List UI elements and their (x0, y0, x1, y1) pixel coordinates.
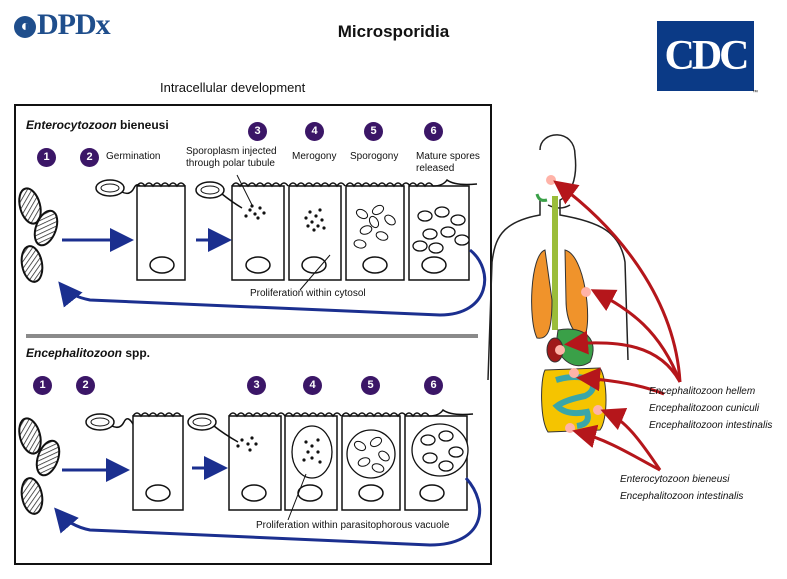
species-group-2-0: Enterocytozoon bieneusi (620, 474, 730, 485)
species-group-1-2: Encephalitozoon intestinalis (649, 420, 773, 431)
s2-merogony-dots (302, 438, 322, 464)
label-merogony: Merogony (292, 151, 337, 162)
s1-mature-spores (412, 206, 470, 254)
section-divider (26, 334, 478, 338)
label-mature-1: Mature spores (416, 151, 480, 162)
s2-step-5: 5 (361, 376, 380, 395)
label-prolif-cytosol: Proliferation within cytosol (250, 288, 366, 299)
cdc-logo: CDC (657, 21, 754, 91)
s1-sporoplasm-dots (244, 204, 266, 220)
section2-spores (18, 417, 61, 515)
species-group-1-0: Encephalitozoon hellem (649, 386, 756, 397)
s1-step-4: 4 (305, 122, 324, 141)
section2-title: Encephalitozoon spp. (26, 346, 151, 360)
label-sporoplasm-2: through polar tubule (186, 158, 275, 169)
label-prolif-vacuole: Proliferation within parasitophorous vac… (256, 520, 450, 531)
s2-step-4: 4 (303, 376, 322, 395)
label-sporoplasm-1: Sporoplasm injected (186, 146, 277, 157)
s1-sporoplasm-pointer (236, 174, 253, 206)
species-group-2-1: Encephalitozoon intestinalis (620, 491, 744, 502)
s1-step-1: 1 (37, 148, 56, 167)
s1-step-3: 3 (248, 122, 267, 141)
s2-vacuole-merogony (291, 425, 333, 479)
diagram-subtitle: Intracellular development (160, 80, 306, 95)
s2-step-2: 2 (76, 376, 95, 395)
dpdx-logo-icon: ◐ (14, 16, 36, 38)
lungs (531, 249, 589, 339)
s1-merogony-dots (304, 208, 326, 232)
section1-spores (18, 187, 59, 283)
label-sporogony: Sporogony (350, 151, 399, 162)
s1-cells (136, 178, 478, 281)
s2-sporogony-spores (353, 436, 390, 473)
lifecycle-panel (14, 104, 492, 565)
trademark-mark: ™ (752, 90, 758, 96)
s1-step-5: 5 (364, 122, 383, 141)
s1-step-6: 6 (424, 122, 443, 141)
page-title: Microsporidia (337, 22, 450, 41)
s1-return-arrow (58, 248, 487, 317)
s2-prolif-pointer (287, 473, 307, 521)
label-mature-2: released (416, 163, 455, 174)
s2-step-6: 6 (424, 376, 443, 395)
species-group-1-1: Encephalitozoon cuniculi (649, 403, 760, 414)
dpdx-logo: ◐DPDx (14, 8, 111, 42)
mouth (535, 193, 548, 202)
red-arrows (553, 180, 682, 472)
s2-mature-spores (420, 430, 464, 472)
s2-germinating-spore (85, 413, 135, 431)
s1-sporogony-spores (353, 204, 396, 249)
s2-step-3: 3 (247, 376, 266, 395)
label-germination: Germination (106, 151, 161, 162)
s2-injecting-spore (187, 413, 239, 443)
s2-sporoplasm-dots (236, 436, 258, 452)
s1-step-2: 2 (80, 148, 99, 167)
s2-step-1: 1 (33, 376, 52, 395)
s1-injecting-spore (195, 181, 243, 209)
section1-title: Enterocytozoon bieneusi (26, 118, 169, 132)
s1-germinating-spore (95, 179, 145, 197)
s2-return-arrow (54, 477, 482, 547)
s1-prolif-pointer (299, 254, 331, 291)
